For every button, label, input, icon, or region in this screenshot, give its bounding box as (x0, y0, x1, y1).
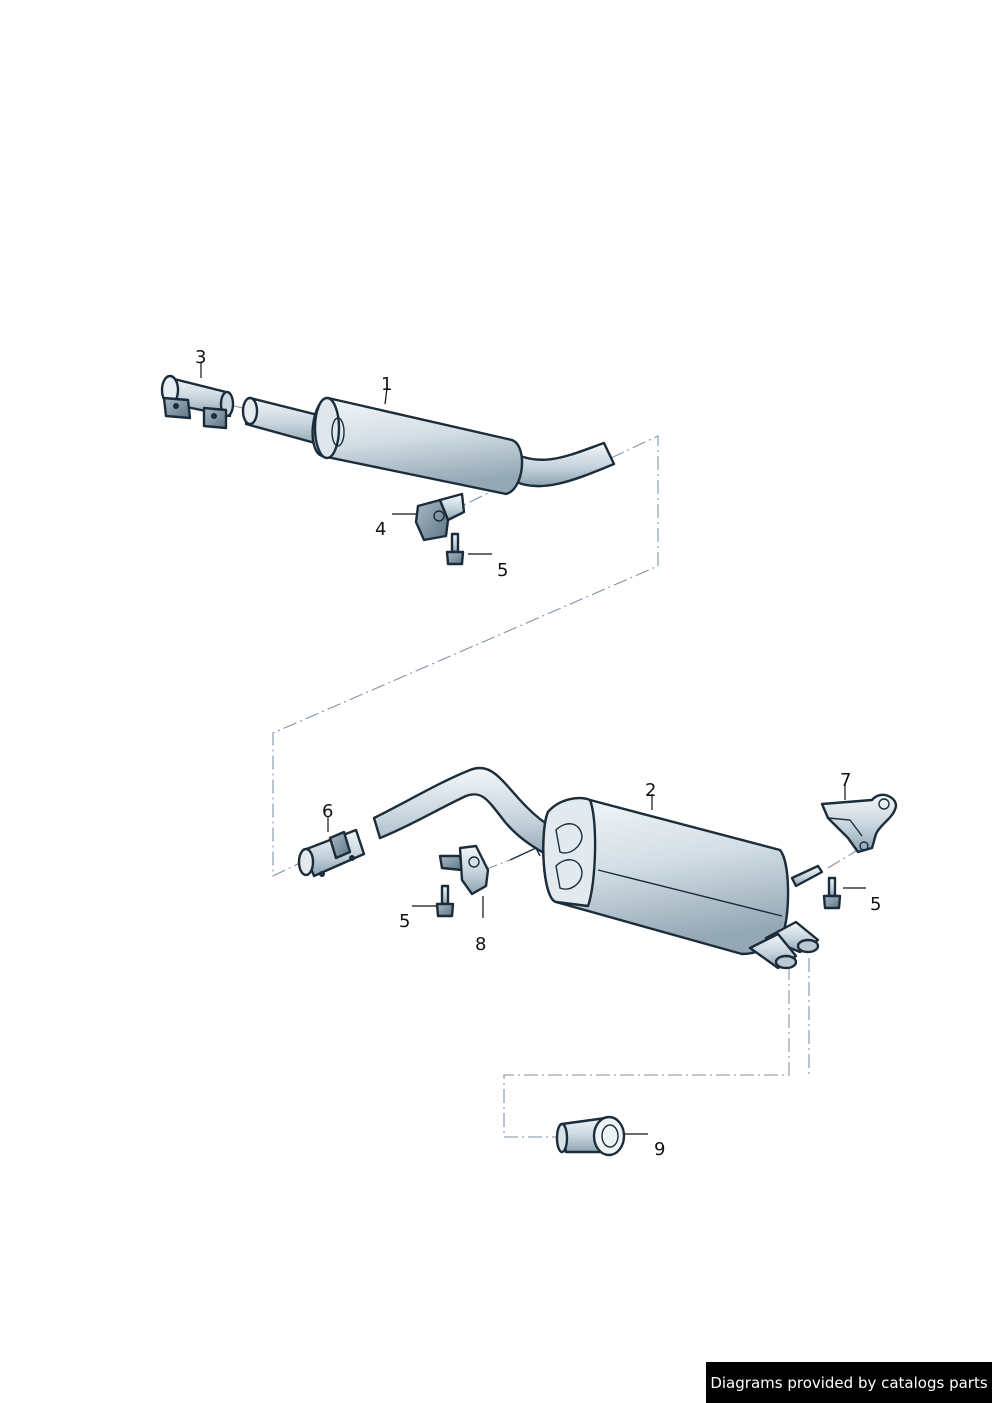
credit-banner: Diagrams provided by catalogs parts (706, 1362, 992, 1403)
callout-5-middle: 5 (399, 911, 410, 932)
callout-3: 3 (195, 347, 206, 368)
bracket-part-7 (820, 793, 898, 854)
callout-9: 9 (654, 1139, 665, 1160)
hanger-part-8 (438, 844, 490, 896)
callout-7: 7 (840, 770, 851, 791)
callout-5-upper: 5 (497, 560, 508, 581)
front-silencer-part-1 (241, 396, 616, 496)
clamp-part-6 (297, 828, 366, 878)
connection-lines (233, 405, 857, 1138)
bolt-part-5-right (822, 876, 842, 910)
callout-2: 2 (645, 780, 656, 801)
bolt-part-5-middle (435, 884, 455, 918)
callout-8: 8 (475, 934, 486, 955)
callout-6: 6 (322, 801, 333, 822)
clamp-part-3 (160, 374, 235, 430)
callout-labels: 1 2 3 4 5 5 5 6 7 8 9 (195, 347, 881, 1160)
leader-lines (200, 362, 866, 1135)
rear-silencer-part-2 (372, 766, 824, 970)
bolt-part-5-upper (445, 532, 465, 566)
mount-part-4 (414, 492, 466, 542)
callout-4: 4 (375, 519, 386, 540)
tailpipe-trim-part-9 (555, 1115, 626, 1157)
callout-5-right: 5 (870, 894, 881, 915)
callout-1: 1 (381, 374, 392, 395)
